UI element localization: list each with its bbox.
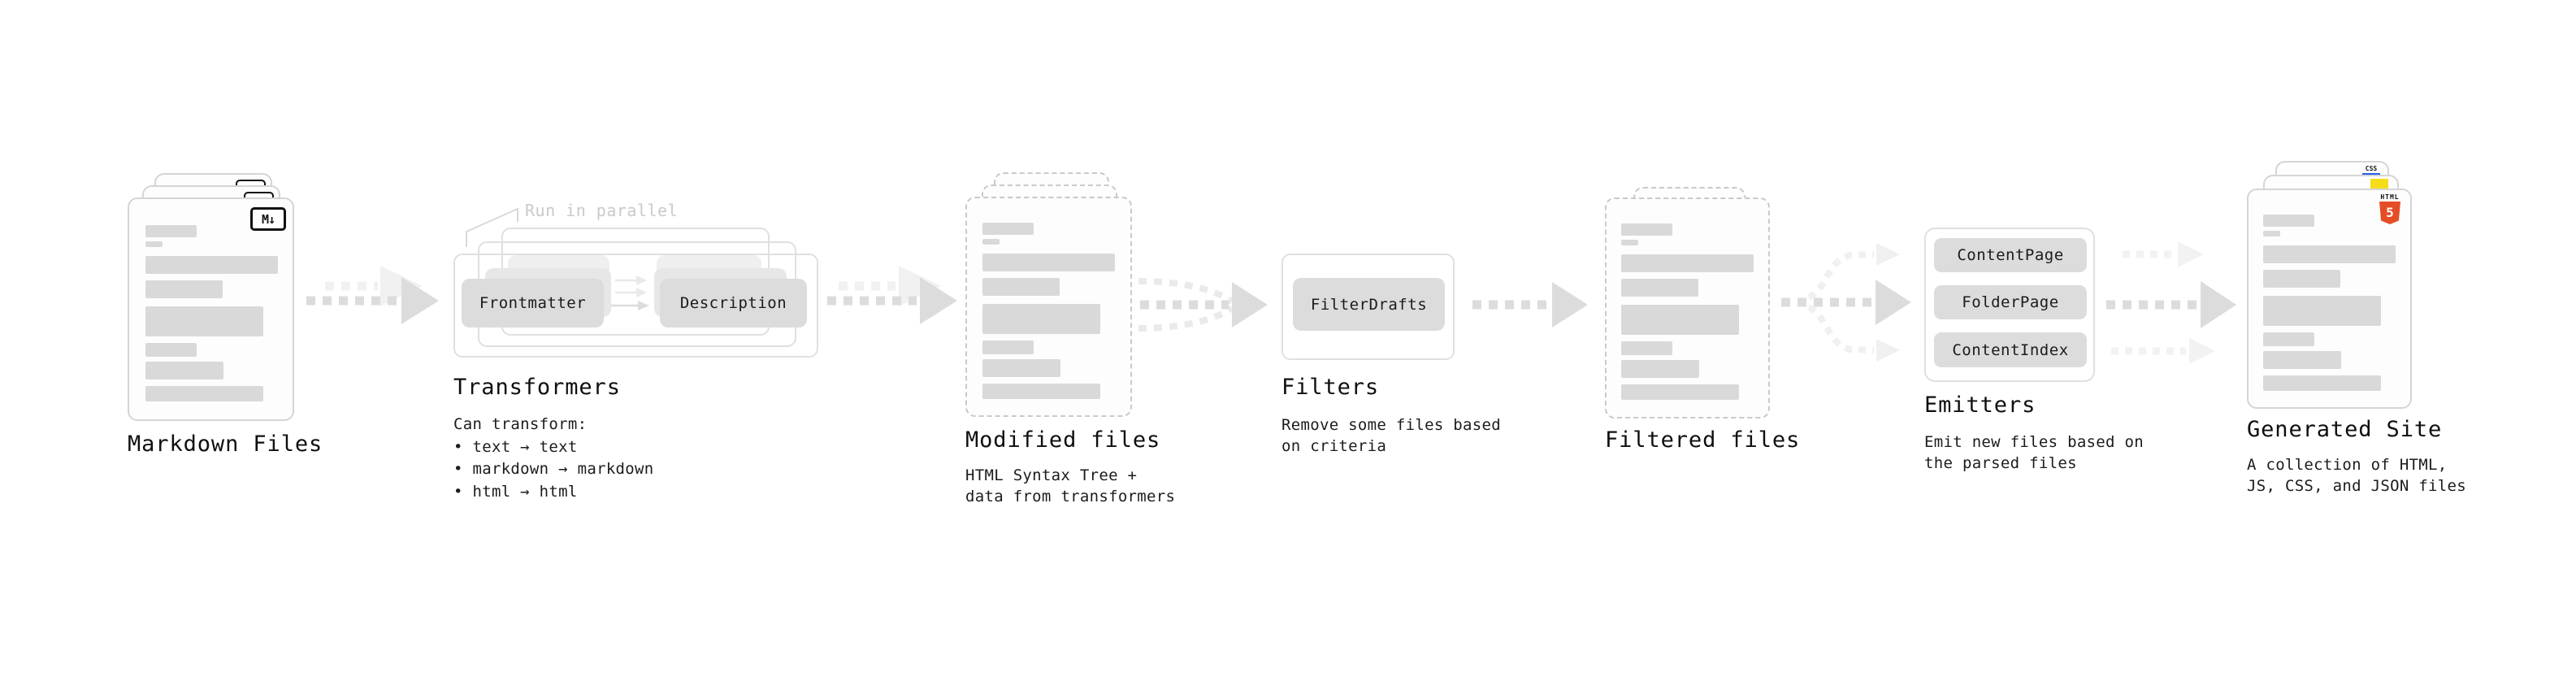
doc-text-bar xyxy=(145,241,163,247)
arrow-modified-to-filters xyxy=(1138,278,1268,332)
doc-text-bar xyxy=(1621,223,1672,236)
css-icon: CSS xyxy=(2362,166,2380,176)
arrow-filters-to-filtered xyxy=(1472,282,1588,327)
transformer-parallel-arrows xyxy=(610,275,649,310)
transformer-description: Description xyxy=(660,279,807,327)
filters-title: Filters xyxy=(1281,375,1380,400)
filtered-files-title: Filtered files xyxy=(1605,427,1801,453)
doc-text-bar xyxy=(2263,215,2314,227)
doc-text-bar xyxy=(982,359,1060,377)
doc-text-bar xyxy=(1621,279,1698,297)
transformers-title: Transformers xyxy=(453,375,621,400)
markdown-files-title: Markdown Files xyxy=(128,432,323,457)
doc-placeholder-text xyxy=(967,198,1130,399)
arrow-emitters-to-generated xyxy=(2106,241,2236,364)
doc-text-bar xyxy=(982,340,1034,354)
emitters-title: Emitters xyxy=(1924,393,2036,418)
markdown-icon: M↓ xyxy=(250,207,286,231)
markdown-file-card: M↓ xyxy=(128,197,294,421)
doc-text-bar xyxy=(145,225,197,237)
doc-text-bar xyxy=(2263,245,2396,263)
emitter-contentpage: ContentPage xyxy=(1934,238,2087,272)
transformers-box xyxy=(453,254,818,358)
css-icon-word: CSS xyxy=(2365,165,2378,172)
doc-text-bar xyxy=(145,306,263,336)
doc-text-bar xyxy=(1621,240,1638,245)
arrow-markdown-to-transformers xyxy=(306,266,439,324)
emitters-description: Emit new files based on the parsed files xyxy=(1924,433,2144,472)
emitter-contentindex: ContentIndex xyxy=(1934,332,2087,367)
doc-placeholder-text xyxy=(129,199,293,401)
filters-description: Remove some files based on criteria xyxy=(1281,416,1501,455)
doc-text-bar xyxy=(145,280,223,298)
generated-site-title: Generated Site xyxy=(2247,417,2443,442)
emitter-folderpage: FolderPage xyxy=(1934,285,2087,319)
doc-text-bar xyxy=(2263,231,2280,236)
doc-text-bar xyxy=(2263,296,2381,326)
doc-text-bar xyxy=(145,362,223,380)
doc-placeholder-text xyxy=(1607,199,1768,400)
html5-icon-word: HTML xyxy=(2380,193,2400,201)
doc-text-bar xyxy=(982,254,1115,271)
doc-text-bar xyxy=(1621,384,1739,400)
doc-text-bar xyxy=(2263,332,2314,346)
arrow-filtered-to-emitters xyxy=(1781,243,1911,362)
generated-site-description: A collection of HTML, JS, CSS, and JSON … xyxy=(2247,456,2466,495)
html5-icon: HTML 5 xyxy=(2379,193,2401,224)
doc-text-bar xyxy=(982,304,1100,334)
run-in-parallel-leader-line xyxy=(466,207,518,247)
doc-text-bar xyxy=(2263,270,2340,288)
doc-text-bar xyxy=(2263,375,2381,391)
doc-text-bar xyxy=(1621,341,1672,355)
doc-text-bar xyxy=(2263,351,2341,369)
doc-text-bar xyxy=(1621,305,1739,335)
doc-text-bar xyxy=(145,386,263,401)
modified-files-title: Modified files xyxy=(965,427,1161,453)
filter-filterdrafts: FilterDrafts xyxy=(1293,278,1445,331)
modified-files-description: HTML Syntax Tree + data from transformer… xyxy=(965,466,1176,505)
filters-box xyxy=(1281,254,1455,360)
generated-html-file-card: HTML 5 xyxy=(2247,189,2412,409)
doc-text-bar xyxy=(1621,360,1699,378)
run-in-parallel-note: Run in parallel xyxy=(525,201,679,220)
doc-text-bar xyxy=(145,256,278,274)
transformer-frontmatter: Frontmatter xyxy=(462,279,604,327)
html5-icon-shield: 5 xyxy=(2379,202,2400,224)
filtered-file-card xyxy=(1605,197,1770,419)
modified-file-card xyxy=(965,197,1132,417)
arrow-transformers-to-modified xyxy=(827,266,957,324)
doc-text-bar xyxy=(982,384,1100,399)
doc-text-bar xyxy=(145,343,197,357)
js-icon xyxy=(2370,179,2388,189)
doc-text-bar xyxy=(982,239,1000,245)
css-icon-underline xyxy=(2362,173,2380,176)
doc-text-bar xyxy=(982,223,1034,235)
doc-text-bar xyxy=(1621,254,1754,272)
doc-text-bar xyxy=(982,278,1060,296)
doc-placeholder-text xyxy=(2249,190,2410,391)
html5-icon-number: 5 xyxy=(2386,205,2394,220)
emitters-box xyxy=(1924,228,2095,382)
transformers-description: Can transform: • text → text • markdown … xyxy=(453,415,654,501)
